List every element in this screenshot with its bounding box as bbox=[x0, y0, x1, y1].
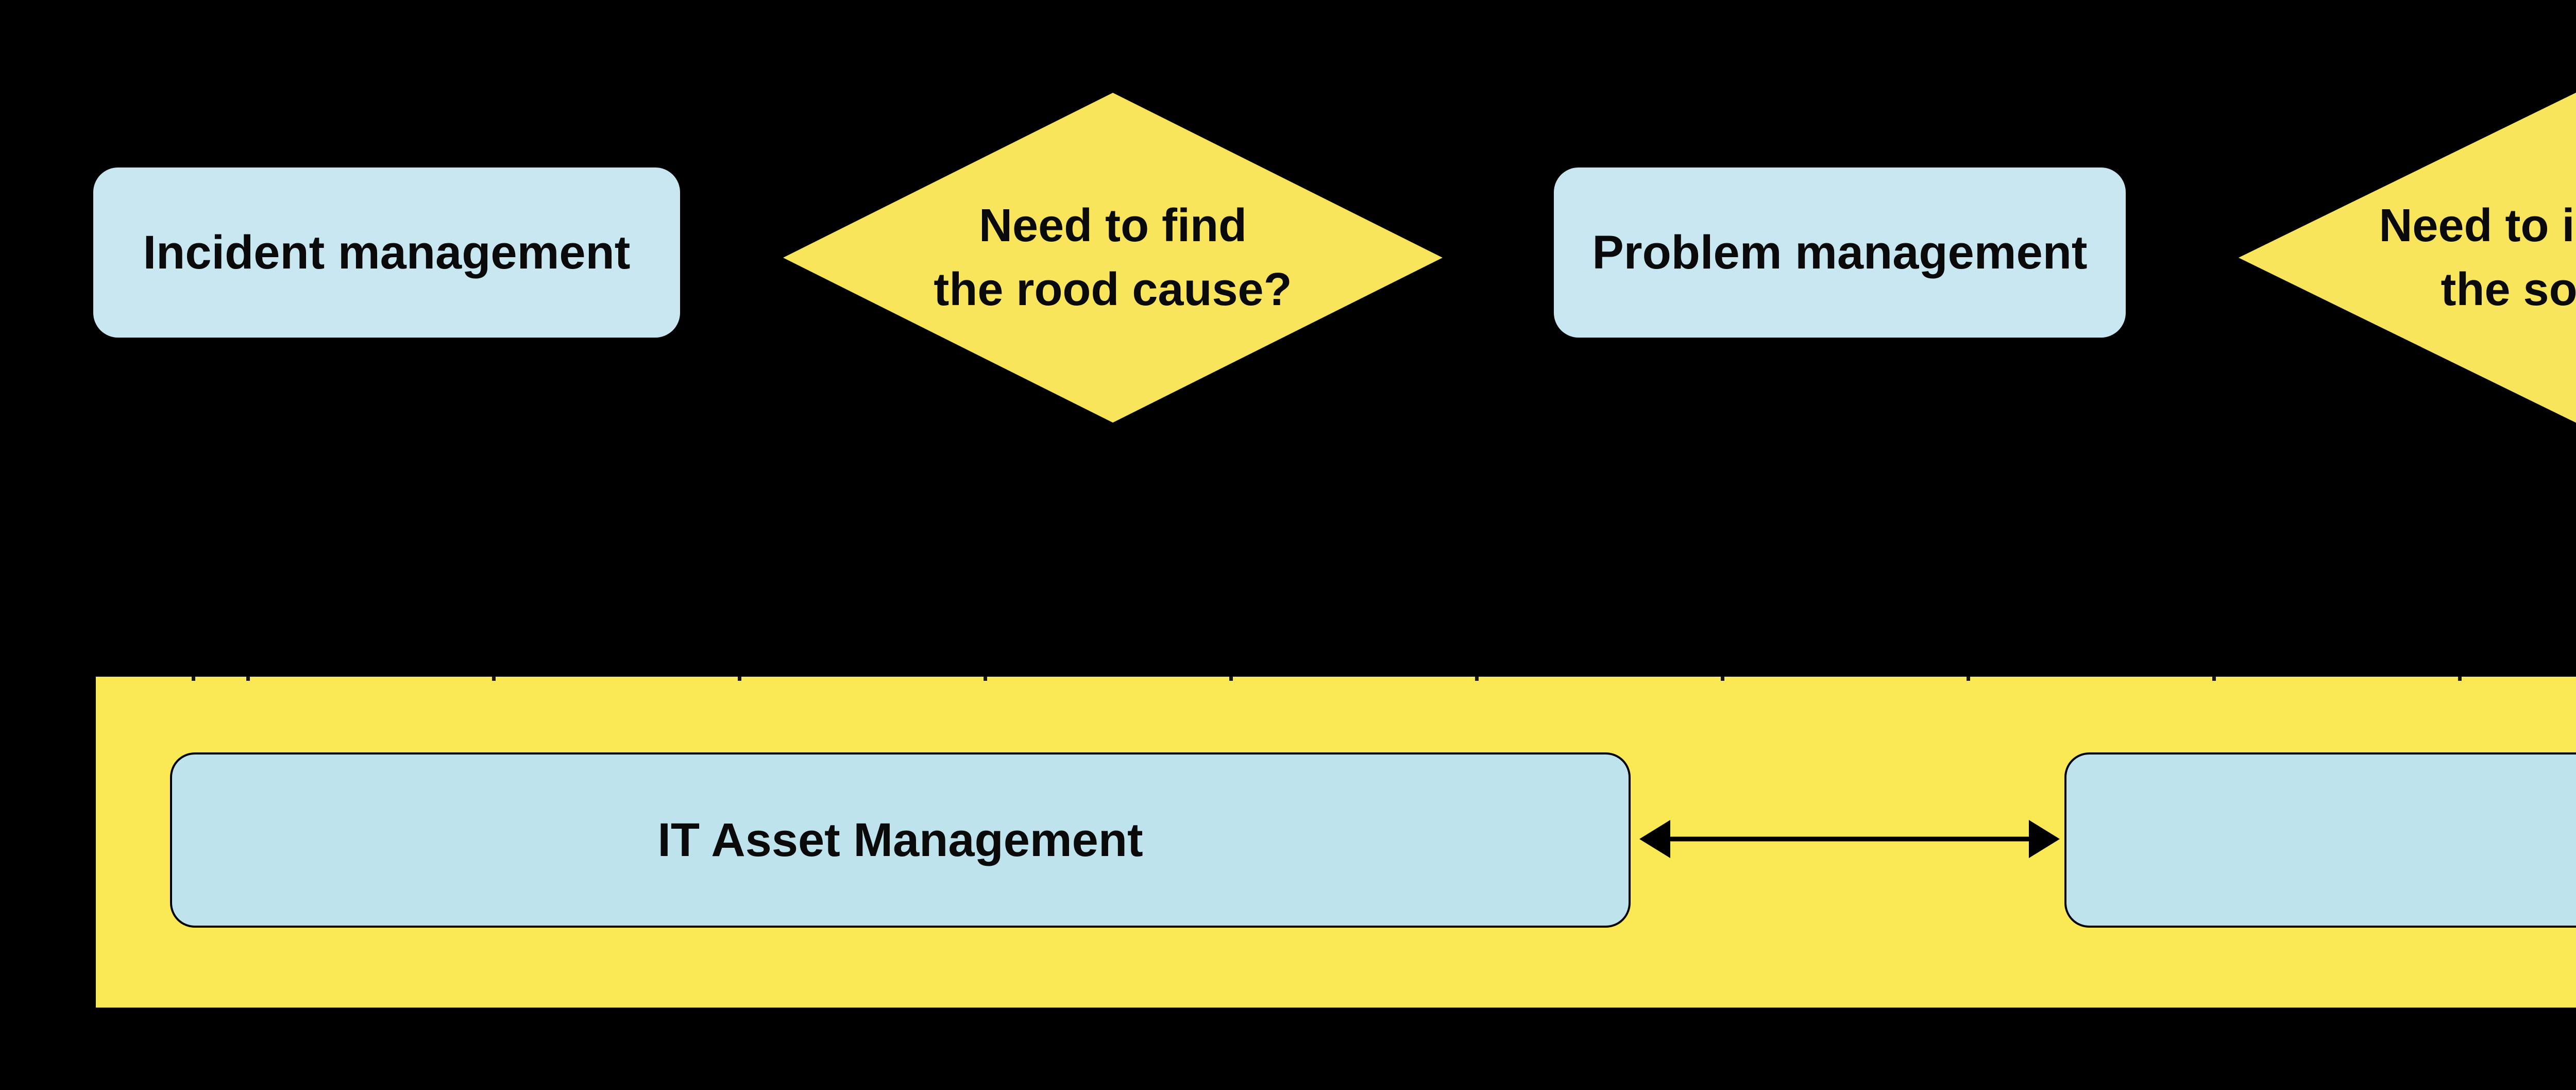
decision-label-line-1: Need to find bbox=[979, 199, 1247, 251]
flow-node-label: Problem management bbox=[1592, 226, 2088, 279]
foundation-box-cmdb: CMDB bbox=[2064, 752, 2576, 928]
decision-need-root-cause: Need to find the rood cause? bbox=[783, 93, 1443, 423]
foundation-container: IT Asset Management CMDB bbox=[96, 677, 2576, 1008]
flow-node-problem-management: Problem management bbox=[1554, 167, 2126, 338]
decision-label-line-2: the solution? bbox=[2441, 264, 2576, 315]
flow-node-incident-management: Incident management bbox=[93, 167, 680, 338]
arrowhead-right-icon bbox=[2029, 820, 2060, 858]
flow-node-label: Incident management bbox=[143, 226, 631, 279]
decision-implement-solution: Need to implement the solution? bbox=[2239, 88, 2576, 428]
container-top-tick-marks bbox=[96, 677, 2576, 681]
decision-label-line-1: Need to implement bbox=[2379, 199, 2576, 251]
decision-label-line-2: the rood cause? bbox=[934, 264, 1292, 315]
arrowhead-left-icon bbox=[1639, 820, 1670, 858]
double-headed-arrow bbox=[1639, 820, 2060, 858]
foundation-box-label: IT Asset Management bbox=[657, 813, 1143, 866]
foundation-box-it-asset-management: IT Asset Management bbox=[170, 752, 1631, 928]
